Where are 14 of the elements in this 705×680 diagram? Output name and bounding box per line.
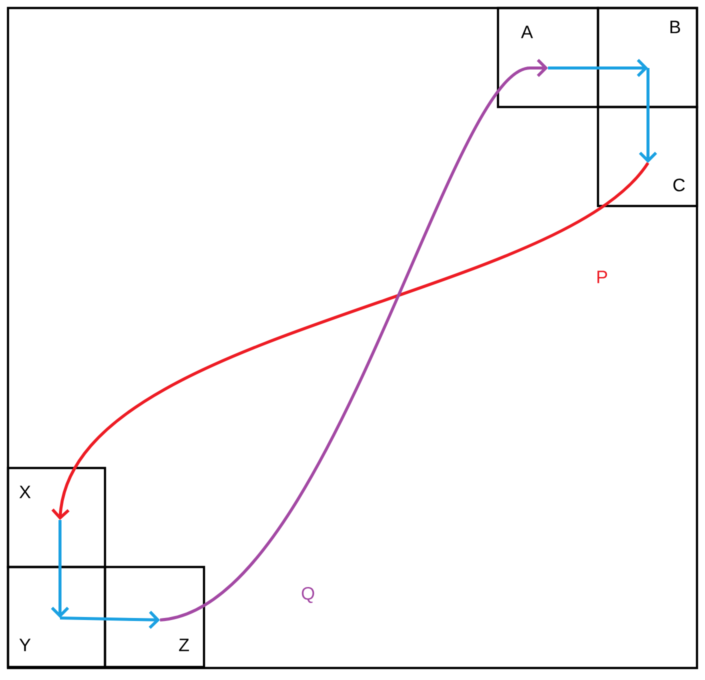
square-box: B [596,6,698,108]
square-box: Y [6,566,106,668]
edge-label: Q [300,586,316,604]
square-box: C [596,106,698,208]
curved-arrow [51,162,650,520]
edge-label: P [595,270,609,284]
square-box: X [6,466,106,568]
arrow [60,610,160,629]
arrow [638,68,658,163]
arrow [50,520,70,618]
square-box: Z [104,566,206,668]
curved-arrow [160,58,548,622]
arrow [548,58,648,78]
square-box: A [496,6,600,108]
